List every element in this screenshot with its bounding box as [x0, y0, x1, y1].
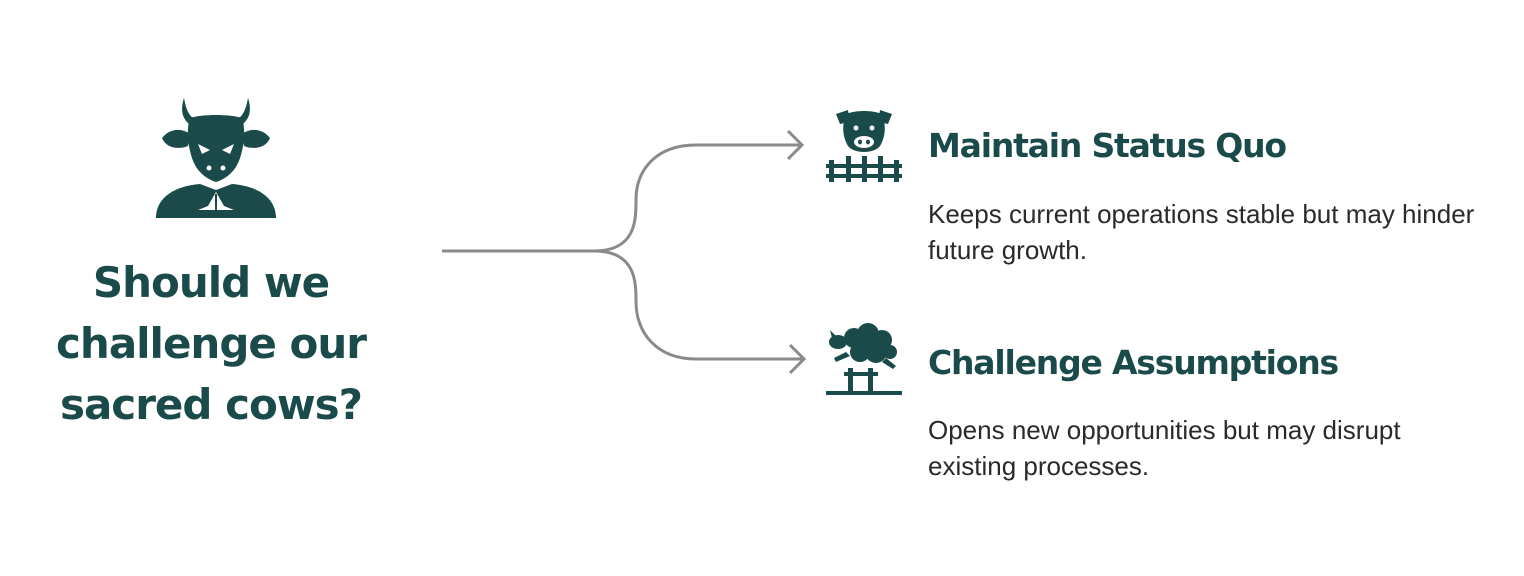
connector-branch-top [593, 143, 800, 253]
option-title-maintain: Maintain Status Quo [928, 126, 1287, 165]
arrowhead-bottom [788, 343, 807, 375]
option-description-maintain: Keeps current operations stable but may … [928, 199, 1475, 265]
cow-behind-fence-icon [826, 110, 902, 182]
option-title-challenge: Challenge Assumptions [928, 343, 1339, 382]
sheep-jumping-fence-icon [826, 323, 902, 395]
sacred-cow-person-icon [156, 98, 276, 218]
question-text: Should we challenge our sacred cows? [56, 258, 367, 429]
arrowhead-top [786, 129, 805, 161]
connector-branch-bottom [593, 249, 802, 361]
option-description-challenge: Opens new opportunities but may disrupt … [928, 415, 1401, 481]
